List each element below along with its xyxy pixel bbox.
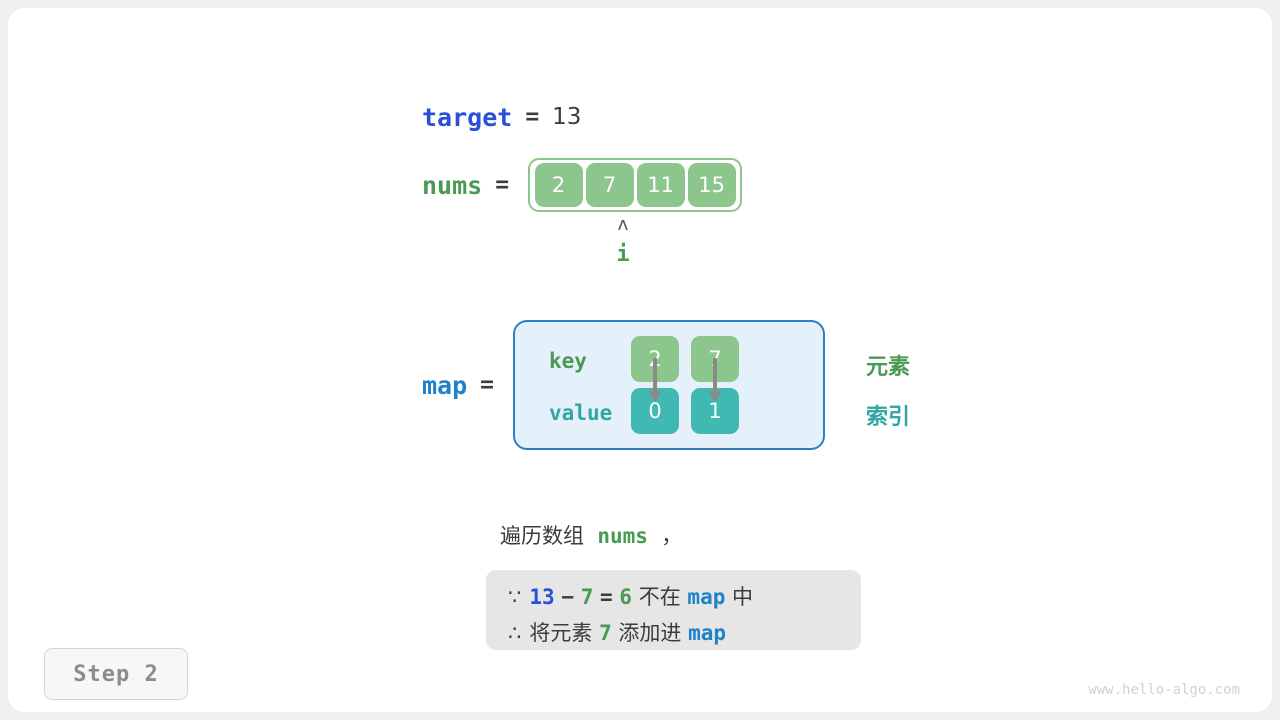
target-value: 13 bbox=[552, 104, 582, 130]
explanation-box: ∵ 13 − 7 = 6 不在 map 中 ∴ 将元素 7 添加进 map bbox=[486, 570, 861, 650]
array-index-pointer: ʌ i bbox=[598, 216, 648, 270]
map-container: key value 2 0 7 1 bbox=[513, 320, 826, 450]
map-entry-column: 7 1 bbox=[691, 336, 740, 434]
explain-minus-sign: − bbox=[561, 585, 575, 609]
explain2-mid: 添加进 bbox=[618, 621, 682, 645]
map-variable-name: map bbox=[422, 370, 468, 400]
explanation-line-2: ∴ 将元素 7 添加进 map bbox=[508, 615, 839, 651]
because-symbol: ∵ bbox=[508, 585, 522, 609]
explain-operand-b: 7 bbox=[580, 585, 594, 609]
map-equals-sign: = bbox=[480, 372, 495, 398]
caption-code: nums bbox=[597, 524, 648, 548]
explain-result: 6 bbox=[619, 585, 633, 609]
explain2-number: 7 bbox=[599, 621, 612, 645]
map-key-row-label: key bbox=[549, 349, 587, 373]
caption-prefix: 遍历数组 bbox=[500, 524, 584, 548]
explain-map-code: map bbox=[687, 585, 726, 609]
step-badge: Step 2 bbox=[44, 648, 188, 700]
caption-text: 遍历数组 nums ， bbox=[500, 520, 682, 550]
target-equals-sign: = bbox=[525, 104, 540, 130]
target-row: target = 13 bbox=[422, 100, 581, 134]
nums-row: nums = 2 7 11 15 bbox=[422, 158, 743, 212]
map-legend-index: 索引 bbox=[866, 405, 911, 430]
explain2-prefix: 将元素 bbox=[529, 621, 593, 645]
map-entry-column: 2 0 bbox=[631, 336, 680, 434]
explain-tail-text: 中 bbox=[732, 585, 754, 609]
explain-mid-text: 不在 bbox=[638, 585, 681, 609]
map-row: map = key value 2 0 7 1 bbox=[422, 320, 826, 450]
nums-cell: 7 bbox=[585, 163, 634, 207]
explain-equals-sign: = bbox=[600, 585, 613, 609]
caret-up-icon: ʌ bbox=[617, 214, 629, 235]
explain-operand-a: 13 bbox=[529, 585, 555, 609]
map-value-row-label: value bbox=[549, 401, 613, 425]
nums-equals-sign: = bbox=[495, 172, 510, 198]
map-legend-element: 元素 bbox=[866, 355, 911, 380]
nums-cell: 15 bbox=[687, 163, 736, 207]
therefore-symbol: ∴ bbox=[508, 621, 522, 645]
nums-array-container: 2 7 11 15 bbox=[528, 158, 743, 212]
nums-variable-name: nums bbox=[422, 170, 483, 200]
illustration-card: target = 13 nums = 2 7 11 15 ʌ i map = k… bbox=[8, 8, 1272, 712]
target-variable-name: target bbox=[422, 102, 513, 132]
explanation-line-1: ∵ 13 − 7 = 6 不在 map 中 bbox=[508, 579, 839, 615]
nums-cell: 2 bbox=[534, 163, 583, 207]
explain2-map-code: map bbox=[688, 621, 727, 645]
step-badge-label: Step 2 bbox=[73, 661, 159, 687]
caption-suffix: ， bbox=[661, 524, 683, 548]
nums-cell: 11 bbox=[636, 163, 685, 207]
pointer-label: i bbox=[616, 242, 630, 267]
watermark: www.hello-algo.com bbox=[1088, 682, 1240, 698]
